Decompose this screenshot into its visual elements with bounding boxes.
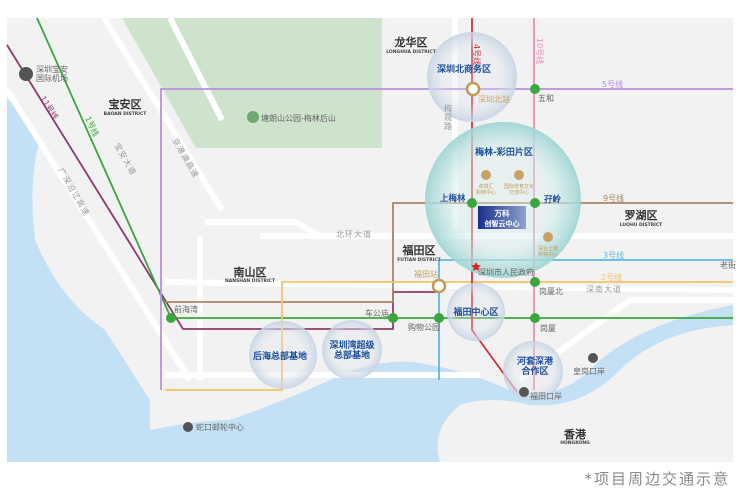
district-en: HONGKONG: [560, 440, 590, 446]
road-label: 梅观路: [444, 103, 453, 131]
zone-label: 深圳湾超级: [329, 339, 375, 351]
station-label: 岗厦: [540, 324, 556, 333]
sports-pin-icon: [514, 170, 524, 180]
zone-circle-north: [427, 32, 517, 122]
line-5-label: 5号线: [602, 79, 623, 89]
station-label: 孖岭: [544, 194, 562, 205]
zone-circle-futian-cbd: [447, 283, 505, 341]
huanggang-port-label: 皇岗口岸: [573, 366, 605, 376]
park-label: 塘朗山公园-梅林后山: [261, 113, 336, 123]
shekou-label: 蛇口邮轮中心: [196, 422, 244, 432]
airport-label-2: 国际机场: [36, 73, 68, 83]
station-icon: [467, 198, 477, 208]
line-10-label: 10号线: [535, 38, 545, 64]
zone-circle-szbay: [322, 320, 382, 380]
line-4-label: 4号线: [472, 44, 482, 65]
zone-label: 福田中心区: [452, 306, 498, 318]
poi-label: 国际体育文化: [504, 183, 534, 190]
port-icon: [183, 422, 193, 432]
government-star-icon: [471, 262, 481, 271]
poi-label: 购物中心: [538, 251, 558, 258]
station-label: 上梅林: [440, 193, 466, 204]
district-nanshan: 南山区: [234, 265, 267, 279]
bay-water: [230, 305, 733, 462]
roads: [4, 16, 734, 383]
district-en: FUTIAN DISTRICT: [397, 257, 441, 263]
zone-circle-meilin: [425, 122, 581, 278]
poi-label: 卓悦汇: [478, 183, 493, 190]
futian-port-label: 福田口岸: [530, 392, 562, 401]
station-icon: [166, 313, 176, 323]
airport-label: 深圳宝安: [36, 64, 68, 74]
railway-station-icon: [431, 278, 447, 294]
district-en: NANSHAN DISTRICT: [225, 278, 276, 284]
line-11: [6, 44, 440, 330]
station-icon: [530, 313, 540, 323]
station-label: 车公庙: [365, 308, 389, 318]
line-2-label: 2号线: [601, 272, 622, 282]
station-label: 五和: [538, 94, 554, 103]
government-label: 深圳市人民政府: [478, 267, 534, 277]
line-9-label: 9号线: [603, 193, 624, 203]
railway-station-icon: [465, 81, 481, 97]
station-icon: [530, 277, 540, 287]
station-label: 前海湾: [174, 304, 198, 314]
sea-west: [7, 98, 150, 462]
port-icon: [519, 387, 529, 397]
road-label: 北环大道: [336, 229, 372, 239]
line-5: [160, 88, 733, 390]
poi-label: 购物中心: [476, 189, 496, 196]
mall-pin-icon: [481, 170, 491, 180]
zone-circle-hetao: [503, 341, 563, 401]
project-name: 万科: [494, 208, 510, 218]
station-icon: [434, 313, 444, 323]
district-baoan: 宝安区: [109, 97, 142, 111]
district-en: BAOAN DISTRICT: [104, 111, 148, 117]
zone-label: 总部基地: [334, 349, 370, 361]
port-icon: [588, 353, 598, 363]
bay-water-west: [150, 420, 230, 462]
metro-stations: [166, 81, 540, 323]
project-name-sub: 创智云中心: [484, 219, 520, 228]
project-marker[interactable]: [478, 206, 526, 229]
line-3: [438, 259, 733, 380]
zone-label: 河套深港: [517, 355, 554, 367]
airport-icon: [19, 67, 33, 81]
poi-label: 深业上城: [538, 245, 558, 252]
station-icon: [530, 198, 540, 208]
station-icon: [388, 313, 398, 323]
zone-circle-houhai: [249, 321, 317, 389]
station-label: 购物公园: [408, 322, 440, 332]
zone-label: 后海总部基地: [253, 350, 307, 362]
poi-label: 交流中心: [509, 189, 529, 196]
district-longhua: 龙华区: [394, 35, 428, 49]
zone-label: 梅林-彩田片区: [475, 146, 533, 158]
station-label: 福田站: [414, 269, 438, 279]
zone-label: 合作区: [521, 365, 548, 377]
district-futian: 福田区: [402, 243, 436, 257]
park-icon: [247, 111, 259, 123]
laojie-label: 老街: [720, 260, 736, 270]
station-icon: [530, 84, 540, 94]
station-label: 深圳北站: [478, 94, 510, 104]
station-label: 岗厦北: [539, 287, 563, 296]
district-hongkong: 香港: [563, 427, 587, 441]
mall-pin-icon: [543, 232, 553, 242]
poi-pins: [481, 170, 553, 242]
zone-label: 深圳北商务区: [437, 63, 491, 75]
line-3-label: 3号线: [603, 250, 624, 260]
district-en: LONGHUA DISTRICT: [386, 49, 436, 55]
district-en: LUOHU DISTRICT: [620, 222, 663, 228]
district-luohu: 罗湖区: [625, 208, 658, 222]
map-caption: *项目周边交通示意: [584, 470, 730, 488]
road-label: 深南大道: [586, 284, 622, 294]
